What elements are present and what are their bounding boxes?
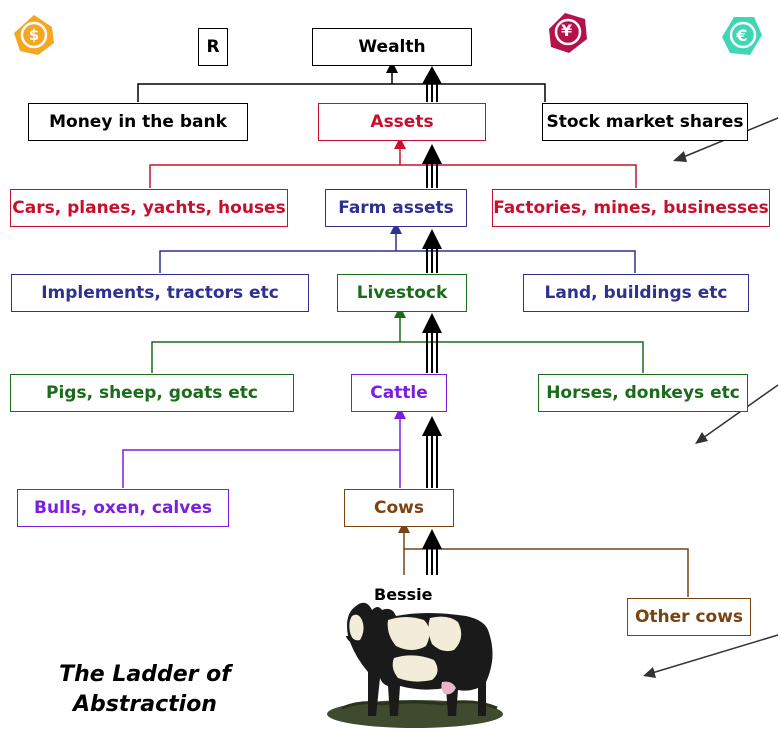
euro-badge-icon: €: [720, 13, 764, 57]
dollar-symbol: $: [28, 26, 40, 44]
euro-symbol: €: [736, 25, 748, 45]
abstraction-ladder-arrows: [422, 66, 442, 575]
cow-illustration: [327, 602, 503, 728]
node-horses-donkeys: Horses, donkeys etc: [538, 374, 748, 412]
node-pigs-sheep-goats: Pigs, sheep, goats etc: [10, 374, 294, 412]
ladder-arrow-5: [422, 416, 442, 488]
connector-farm-assets: [159, 222, 636, 273]
rand-symbol: R: [206, 37, 220, 57]
node-farm-assets: Farm assets: [325, 189, 467, 227]
dollar-badge-icon: $: [12, 13, 56, 57]
title-line-1: The Ladder of: [59, 662, 231, 687]
node-cars-planes-yachts-houses: Cars, planes, yachts, houses: [10, 189, 288, 227]
node-money-in-bank: Money in the bank: [28, 103, 248, 141]
node-cattle: Cattle: [351, 374, 447, 412]
node-land-buildings: Land, buildings etc: [523, 274, 749, 312]
yen-badge-icon: ¥: [545, 11, 589, 55]
node-livestock: Livestock: [337, 274, 467, 312]
ladder-arrow-1: [422, 66, 442, 102]
node-assets: Assets: [318, 103, 486, 141]
bessie-label: Bessie: [374, 585, 433, 604]
pointer-arrow-bottom: [651, 634, 779, 674]
diagram-title: The Ladder of Abstraction: [40, 660, 250, 720]
node-wealth: Wealth: [312, 28, 472, 66]
node-cows: Cows: [344, 489, 454, 527]
title-line-2: Abstraction: [73, 692, 217, 717]
node-stock-market-shares: Stock market shares: [542, 103, 748, 141]
yen-symbol: ¥: [561, 21, 573, 40]
ladder-arrow-3: [422, 229, 442, 273]
connector-livestock: [151, 306, 644, 373]
node-factories-mines-businesses: Factories, mines, businesses: [492, 189, 770, 227]
connector-cows: [398, 521, 689, 597]
node-implements-tractors: Implements, tractors etc: [11, 274, 309, 312]
node-other-cows: Other cows: [627, 598, 751, 636]
node-bulls-oxen-calves: Bulls, oxen, calves: [17, 489, 229, 527]
rand-badge: R: [198, 28, 228, 66]
ladder-arrow-2: [422, 144, 442, 188]
connector-assets: [149, 137, 637, 188]
connector-wealth: [137, 61, 546, 102]
connector-cattle: [122, 407, 406, 488]
ladder-arrow-4: [422, 313, 442, 373]
ladder-arrow-6: [422, 529, 442, 575]
